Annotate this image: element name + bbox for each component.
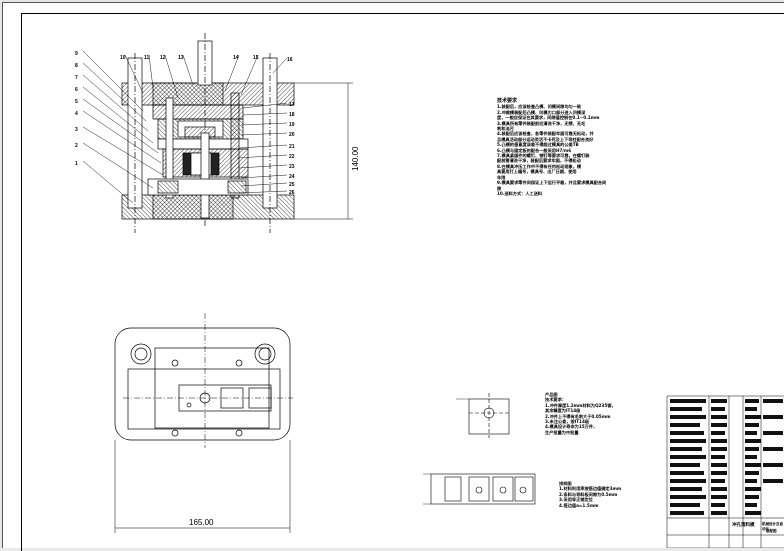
svg-text:19: 19 [289,122,295,128]
plan-view [114,313,293,533]
part-number-labels: 9 8 7 6 5 4 3 2 1 10 11 12 13 14 15 16 1… [75,51,295,196]
note-line: 10.送料方式：人工送料 [497,190,543,196]
svg-text:25: 25 [289,182,295,188]
svg-text:2: 2 [75,143,78,149]
product-view [456,393,510,438]
note-line: 刺和油污 [497,126,514,132]
svg-text:4: 4 [75,111,78,117]
parts-list [666,395,784,548]
svg-text:8: 8 [75,63,78,69]
note-line: 4.装配后应该检查，各零件装配牢固可靠无松动，并 [497,131,594,137]
note-line: 4.模具设计寿命为15万件， [545,424,598,430]
note-line: 3.采用导正销定位 [559,497,593,503]
svg-text:3: 3 [75,127,78,133]
note-line: 生产批量为中批量 [545,429,579,435]
drawing-frame [21,13,784,551]
note-line: 隙 [497,185,502,191]
svg-text:10: 10 [120,55,126,61]
svg-text:16: 16 [287,57,293,63]
leader-lines [82,50,288,204]
note-line: 年限 [497,174,506,180]
note-line: 其余精度为IT14级 [545,408,581,414]
svg-text:24: 24 [289,174,295,180]
svg-text:21: 21 [289,144,295,150]
note-line: 1.冲件厚度1.2mm材料为Q235钢， [545,402,616,408]
title-block-school: 机械设计及自动化 [762,522,783,532]
note-line: 1.材料利用率按搭边值确定3mm [559,486,622,492]
section-view [121,33,353,233]
note-line: 配前需清洗干净，装配后要求牢固，不得松动 [497,158,581,164]
svg-text:7: 7 [75,75,78,81]
svg-text:23: 23 [289,164,295,170]
note-line: 7.模具紧固件的螺钉、销钉等要求可靠，在螺钉装 [497,153,590,159]
product-requirements: 产品图 技术要求： 1.冲件厚度1.2mm材料为Q235钢， 其余精度为IT14… [545,392,616,435]
svg-text:17: 17 [289,102,295,108]
svg-text:14: 14 [233,55,239,61]
svg-text:15: 15 [253,55,259,61]
svg-text:9: 9 [75,51,78,57]
strip-layout-notes: 排样图 1.材料利用率按搭边值确定3mm 2.条料与导料板间隙为0.5mm 3.… [559,481,621,508]
title-block-code: 装配图 [766,529,777,533]
strip-layout [423,473,536,505]
note-line: 技术要求： [545,397,566,403]
title-block-name: 冲孔落料模 [732,523,755,528]
svg-text:26: 26 [289,190,295,196]
svg-text:1: 1 [75,161,78,167]
note-line: 2.冲裁模装配后凸模、凹模刃口部分进入凹模深 [497,109,586,115]
note-line: 4.搭边值a=1.5mm [559,502,599,508]
svg-text:11: 11 [144,55,150,61]
note-line: 8.在模具冲压工作中不得有任何松动现象，模 [497,163,582,169]
svg-text:13: 13 [178,55,184,61]
svg-text:18: 18 [289,112,295,118]
note-line: 技术要求 [497,98,518,104]
note-line: 度，一般应保证在其要求，间隙值控制在0.1~0.1mm [497,115,600,121]
svg-text:12: 12 [160,55,166,61]
svg-text:22: 22 [289,154,295,160]
dimension-width: 165.00 [189,518,214,527]
note-line: 5.凸模的垂直度误差不得超过模具的公差TB [497,142,579,148]
dimension-height: 140.00 [351,146,360,171]
assembly-drawing: 140.00 9 8 7 6 5 4 3 2 1 10 11 12 [75,33,784,548]
note-line: 3.模具所有零件装配前应清洗干净，无锈、无毛 [497,120,586,126]
note-line: 2.条料与导料板间隙为0.5mm [559,491,618,497]
note-line: 3.未注公差，按IT14级 [545,419,590,425]
note-line: 且模具活动部分运动灵活不卡死及上下导柱配合良好 [497,136,594,142]
note-line: 具要用打上编号，模具号、出厂日期、使用 [497,169,577,175]
note-line: 1.装配后，应该检查凸模、凹模间隙均匀一致 [497,104,582,110]
technical-requirements: 技术要求 1.装配后，应该检查凸模、凹模间隙均匀一致 2.冲裁模装配后凸模、凹模… [497,98,607,196]
svg-text:6: 6 [75,87,78,93]
note-line: 6.凸模与固定板的配合一般采用H7/m6 [497,147,572,153]
note-line: 产品图 [545,392,558,397]
note-line: 排样图 [559,481,572,486]
svg-text:20: 20 [289,132,295,138]
svg-text:5: 5 [75,99,78,105]
note-line: 9.模具要求零件间保证上下运行平稳，并且要求模具配合间 [497,180,607,186]
note-line: 2.冲件上不得有毛刺大于0.05mm [545,413,611,419]
